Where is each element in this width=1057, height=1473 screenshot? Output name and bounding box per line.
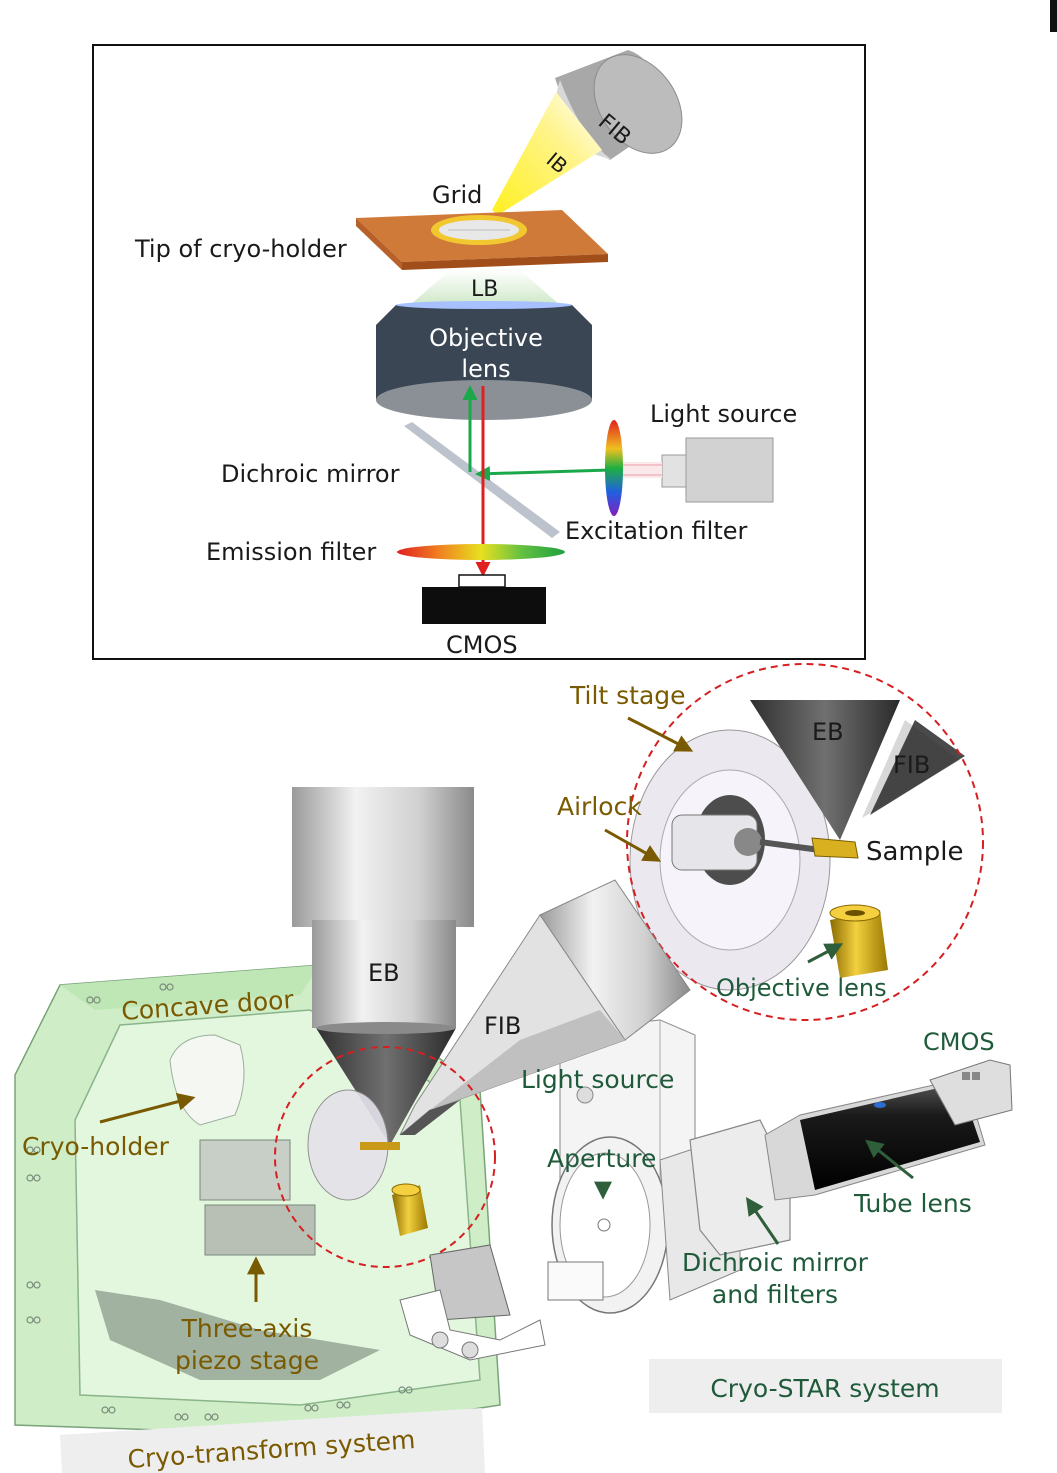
light-source <box>622 437 774 503</box>
cryo-star-label: Cryo-STAR system <box>710 1374 939 1403</box>
tilt-stage-arrow <box>627 716 694 752</box>
instrument-rendering: Tilt stage Airlock EB FIB Sample Objecti… <box>14 663 1013 1473</box>
objective-label-1: Objective <box>429 324 543 352</box>
airlock-arrow <box>604 828 662 862</box>
holder-tip-label: Tip of cryo-holder <box>134 235 347 263</box>
light-source-label: Light source <box>650 400 797 428</box>
excitation-path <box>475 466 611 482</box>
tilt-stage-label: Tilt stage <box>569 681 686 710</box>
inset-fib-label: FIB <box>893 751 930 779</box>
holder-tip <box>356 210 608 270</box>
lb-label: LB <box>471 277 498 302</box>
grid-label: Grid <box>432 181 482 209</box>
cryo-transform-box <box>60 1408 485 1473</box>
dichroic-label-2: and filters <box>712 1280 838 1309</box>
dichroic-label-1: Dichroic mirror <box>682 1248 869 1277</box>
eb-label: EB <box>368 959 400 987</box>
cmos-label-rendering: CMOS <box>923 1028 995 1056</box>
fib-column <box>399 879 691 1136</box>
inset-objective-label: Objective lens <box>716 974 887 1002</box>
cryo-star-box <box>649 1359 1002 1413</box>
cmos-camera <box>422 574 546 624</box>
tube-lens-label: Tube lens <box>853 1189 972 1218</box>
eb-column <box>292 787 474 1145</box>
cmos-box <box>929 1059 1013 1126</box>
tube-lens-arrow <box>865 1139 914 1180</box>
inset-eb-label: EB <box>812 718 844 746</box>
schematic-frame <box>92 44 866 660</box>
aperture-label: Aperture <box>547 1144 656 1173</box>
emission-filter-label: Emission filter <box>206 538 376 566</box>
dichroic-arrow <box>745 1197 780 1245</box>
dichroic-box <box>689 1119 791 1256</box>
piezo-label-2: piezo stage <box>175 1346 319 1375</box>
corner-mark <box>1050 0 1057 32</box>
light-beam <box>410 270 560 305</box>
fib-label-rendering: FIB <box>484 1012 521 1040</box>
airlock-label: Airlock <box>557 792 642 821</box>
inset-objective <box>830 910 888 978</box>
excitation-filter <box>605 420 623 516</box>
cryo-holder-arrow <box>99 1092 196 1124</box>
excitation-filter-label: Excitation filter <box>565 517 747 545</box>
sample-label: Sample <box>866 837 964 867</box>
chamber-stage <box>307 1089 604 1361</box>
optical-schematic: FIB IB Grid Tip of cryo-holder LB Object… <box>92 44 866 660</box>
piezo-label-1: Three-axis <box>181 1314 313 1343</box>
objective-label-2: lens <box>461 355 510 383</box>
emission-filter <box>397 544 565 560</box>
inset-view <box>626 663 984 1021</box>
cmos-label: CMOS <box>446 631 518 659</box>
inset-objective-arrow <box>807 943 844 964</box>
ion-beam <box>492 92 602 215</box>
light-source-label-rendering: Light source <box>521 1065 674 1094</box>
dichroic-label: Dichroic mirror <box>221 460 400 488</box>
cryo-holder-label: Cryo-holder <box>22 1132 170 1161</box>
inset-eb-cone <box>750 700 900 840</box>
chamber-dashed-circle <box>274 1046 496 1268</box>
tube-lens <box>764 1077 986 1201</box>
